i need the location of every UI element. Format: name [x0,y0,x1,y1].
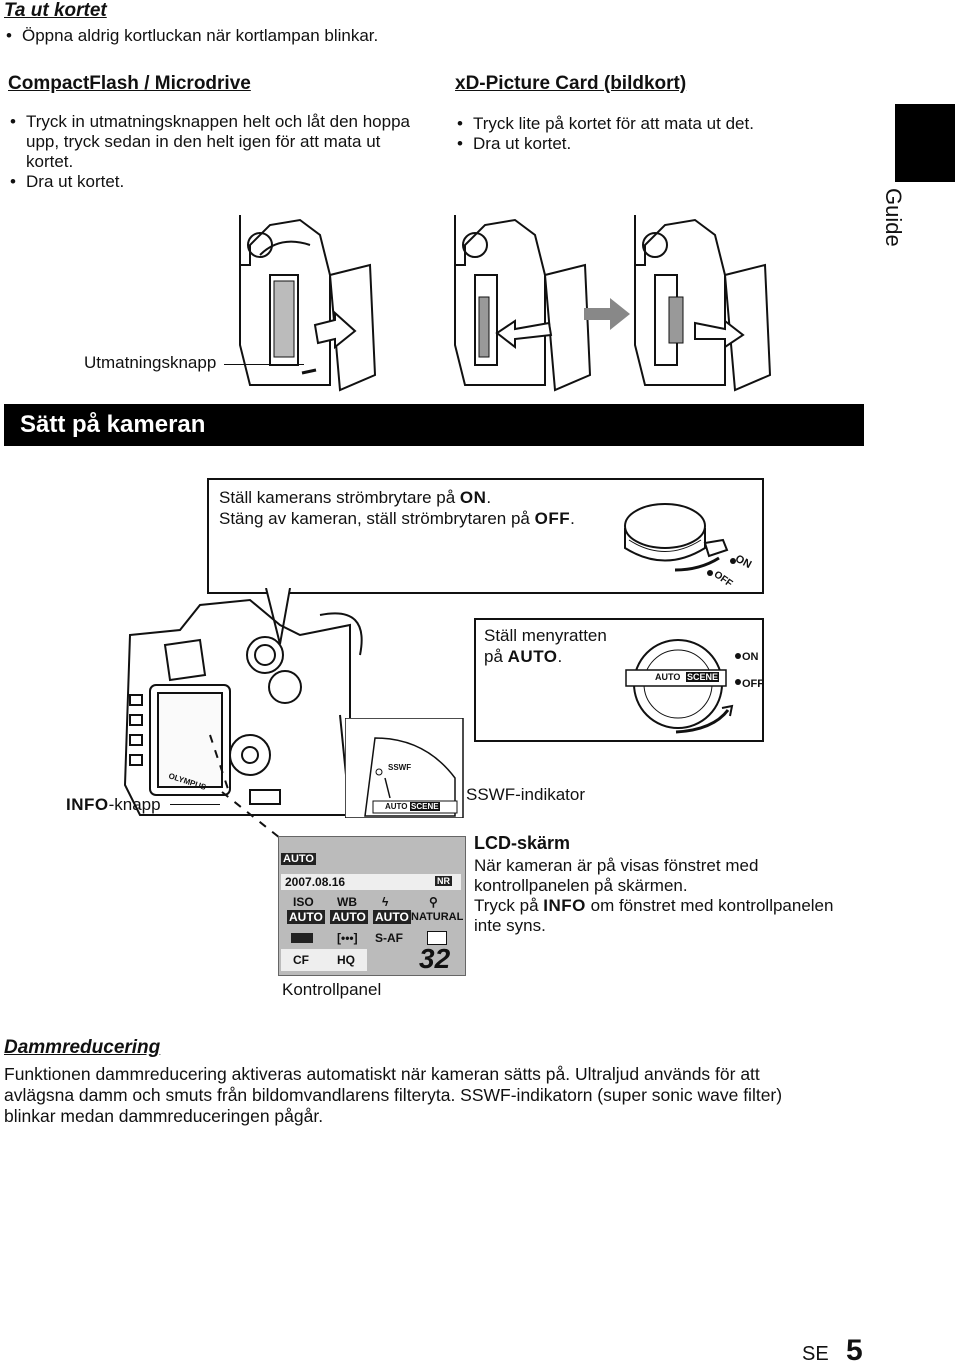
xd-pull-illustration [634,215,772,392]
sswf-indicator-label: SSWF-indikator [466,785,586,804]
dust-heading: Dammreducering [4,1037,161,1058]
mode-dial-illustration [625,639,741,734]
lcd-bottom-bar [281,949,367,971]
page-number: 5 [846,1334,863,1367]
remove-card-heading: Ta ut kortet [4,0,107,21]
lcd-shot-count: 32 [419,943,451,974]
drive-mode-icon [427,931,447,945]
power-callout-box [207,478,764,594]
lcd-cf: CF [293,953,309,967]
info-leader-line [170,804,220,805]
xd-list: Tryck lite på kortet för att mata ut det… [455,114,855,154]
list-item: Tryck lite på kortet för att mata ut det… [455,114,855,134]
lcd-flash-value: AUTO [373,910,411,924]
footer-language: SE [802,1343,829,1365]
dial-on-label: ON [742,651,759,663]
list-item: Dra ut kortet. [8,172,428,192]
picture-mode-icon: ⚲ [429,895,438,909]
guide-label: Guide [881,188,906,247]
power-switch-illustration [624,503,736,576]
gray-arrow-icon [584,298,630,330]
lcd-date-bar [281,874,461,890]
sswf-small-label: SSWF [388,763,412,772]
control-panel-label: Kontrollpanel [282,980,382,999]
info-button-label: INFO-knapp [66,795,161,814]
lcd-wb: WB [337,895,357,909]
power-on-instruction: Ställ kamerans strömbrytare på ON. [219,488,492,507]
guide-tab-block [895,104,955,182]
list-item: Dra ut kortet. [455,134,855,154]
dust-paragraph: Funktionen dammreducering aktiveras auto… [4,1064,783,1126]
camera-back-illustration: OLYMPUS [123,598,363,816]
list-item: Tryck in utmatningsknappen helt och låt … [8,112,428,172]
sswf-inset-scene: SCENE [410,802,440,811]
remove-card-list: Öppna aldrig kortluckan när kortlampan b… [4,26,564,46]
cf-heading: CompactFlash / Microdrive [8,73,251,94]
cf-list: Tryck in utmatningsknappen helt och låt … [8,112,428,192]
power-off-instruction: Stäng av kameran, ställ strömbrytaren på… [219,509,575,528]
cf-eject-illustration [239,215,377,392]
lcd-nr: NR [435,876,452,886]
eject-leader-line [224,364,304,365]
metering-icon [291,933,313,943]
lcd-heading: LCD-skärm [474,833,571,853]
lcd-hq: HQ [337,953,355,967]
dial-scene-label: SCENE [686,672,720,682]
mode-dial-instruction-2: på AUTO. [484,647,563,666]
dial-auto-label: AUTO [655,672,681,682]
mode-dial-instruction-1: Ställ menyratten [484,626,607,645]
sswf-inset-auto: AUTO [385,802,408,811]
flash-icon: ϟ [382,895,389,909]
lcd-iso: ISO [293,895,314,909]
lcd-wb-value: AUTO [330,910,368,924]
lcd-saf: S-AF [375,931,403,945]
xd-push-illustration [454,215,592,392]
list-item: Öppna aldrig kortluckan när kortlampan b… [4,26,564,46]
dashed-connector [221,791,281,839]
xd-heading: xD-Picture Card (bildkort) [455,73,687,94]
af-area-icon: [•••] [337,931,358,945]
lcd-natural: NATURAL [411,911,464,923]
lcd-description: När kameran är på visas fönstret med kon… [474,856,834,935]
lcd-mode: AUTO [281,853,316,865]
control-panel-lcd: AUTO 2007.08.16 NR ISO AUTO WB AUTO ϟ AU… [278,836,466,976]
lcd-iso-value: AUTO [287,910,325,924]
eject-button-label: Utmatningsknapp [84,353,217,372]
lcd-date: 2007.08.16 [285,875,346,889]
dial-off-label: OFF [742,678,764,690]
power-section-banner: Sätt på kameran [4,404,864,446]
